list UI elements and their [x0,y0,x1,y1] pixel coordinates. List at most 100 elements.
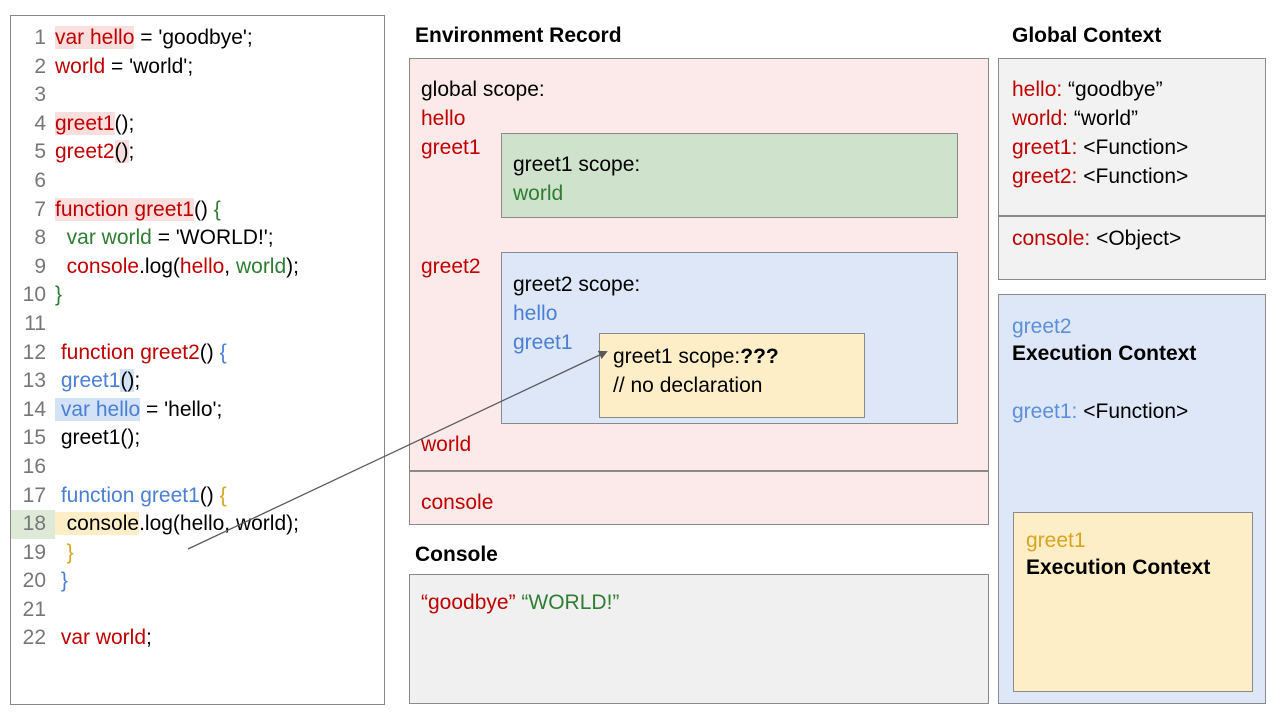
code-token: var world [55,626,147,650]
code-token: () [193,197,214,221]
line-code: function greet1() { [55,196,221,225]
global-context-row: console: <Object> [1012,227,1181,251]
line-code: console.log(hello, world); [55,253,299,282]
code-line[interactable]: 6 [11,167,384,196]
code-token: console [55,254,140,278]
global-context-key: greet2: [1012,165,1078,188]
line-code: greet1(); [55,367,140,396]
greet2-scope-binding-greet1: greet1 [513,331,573,354]
line-number: 8 [34,226,46,250]
code-token: console [55,512,140,536]
line-code: function greet2() { [55,339,227,368]
line-number: 19 [22,540,46,564]
code-line[interactable]: 11 [11,310,384,339]
code-line[interactable]: 9 console.log(hello, world); [11,253,384,282]
line-number: 7 [34,197,46,221]
code-token: greet1(); [55,426,141,450]
code-token: function greet1 [55,483,200,507]
code-line[interactable]: 16 [11,453,384,482]
code-token: function greet2 [55,340,200,364]
code-token: ); [286,254,299,278]
global-context-value: <Function> [1083,165,1189,188]
code-line[interactable]: 20 } [11,567,384,596]
greet1-inner-scope-note: // no declaration [613,374,763,397]
code-line[interactable]: 12 function greet2() { [11,339,384,368]
code-line[interactable]: 14 var hello = 'hello'; [11,396,384,425]
global-context-value: <Object> [1096,227,1182,250]
greet2-execution-context-label: Execution Context [1012,342,1197,365]
env-binding-hello: hello [421,107,466,130]
global-context-key: world: [1012,107,1069,130]
environment-record-title: Environment Record [415,24,622,47]
console-title: Console [415,543,498,566]
global-context-value: “world” [1073,107,1139,130]
line-code: } [55,567,68,596]
line-code: greet1(); [55,110,134,139]
line-code: var hello = 'goodbye'; [55,24,253,53]
line-code: greet1(); [55,424,140,453]
code-line[interactable]: 15 greet1(); [11,424,384,453]
global-context-value: “goodbye” [1068,78,1163,101]
line-code: function greet1() { [55,482,227,511]
line-number: 20 [22,569,46,593]
code-token: ; [146,626,152,650]
greet1-scope-title: greet1 scope: [513,153,641,176]
global-scope-label: global scope: [421,78,545,101]
env-binding-world: world [421,433,472,456]
line-number: 4 [34,111,46,135]
line-number: 18 [11,510,55,539]
greet1-inner-scope-label: greet1 scope: [613,345,741,368]
code-token: } [55,540,74,564]
code-token: ; [128,140,135,164]
code-token: () [199,483,220,507]
greet1-scope-binding-world: world [513,182,564,205]
code-token: { [219,340,227,364]
code-token: , [224,254,236,278]
console-box[interactable] [409,574,989,704]
line-code: var world; [55,624,152,653]
console-output-world: “WORLD!” [521,591,620,614]
code-token: = 'hello'; [140,397,223,421]
code-line[interactable]: 3 [11,81,384,110]
global-context-divider [998,215,1266,217]
code-line[interactable]: 8 var world = 'WORLD!'; [11,224,384,253]
code-line[interactable]: 10} [11,281,384,310]
code-line[interactable]: 22 var world; [11,624,384,653]
global-context-key: console: [1012,227,1091,250]
line-number: 9 [34,254,46,278]
code-token: var hello [55,26,135,49]
greet2-scope-binding-hello: hello [513,302,558,325]
code-token: greet1 [55,369,121,393]
code-line[interactable]: 7 function greet1() { [11,196,384,225]
code-line[interactable]: 21 [11,596,384,625]
code-token: function greet1 [55,197,194,221]
code-line[interactable]: 17 function greet1() { [11,482,384,511]
code-line[interactable]: 4 greet1(); [11,110,384,139]
code-token: .log( [139,254,180,278]
greet1-execution-context-name: greet1 [1026,529,1086,552]
code-token: () [120,369,135,393]
line-code: var world = 'WORLD!'; [55,224,274,253]
line-number: 3 [34,83,46,107]
code-token: { [219,483,227,507]
global-context-row: hello: “goodbye” [1012,78,1163,102]
line-number: 16 [22,454,46,478]
greet2-execution-context-key: greet1: [1012,400,1078,423]
code-line[interactable]: 13 greet1(); [11,367,384,396]
environment-record-divider [409,470,989,472]
greet2-execution-context-row: greet1: <Function> [1012,400,1188,424]
global-context-key: hello: [1012,78,1063,101]
line-number: 21 [22,597,46,621]
global-context-box [998,58,1266,280]
code-line[interactable]: 19 } [11,539,384,568]
line-code: } [55,539,74,568]
line-code: world = 'world'; [55,53,193,82]
code-line[interactable]: 18 console.log(hello, world); [11,510,384,539]
code-token: () [114,140,129,164]
line-number: 12 [22,340,46,364]
greet2-scope-title: greet2 scope: [513,273,641,296]
